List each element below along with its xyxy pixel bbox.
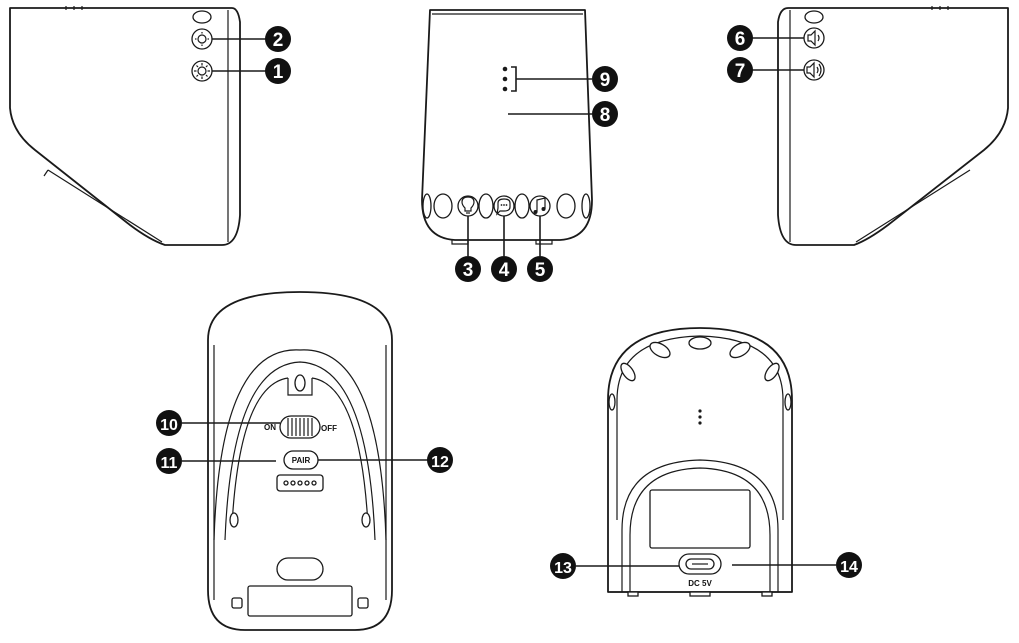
- chat-icon[interactable]: [493, 195, 515, 217]
- callout-6: 6: [727, 25, 753, 51]
- callout-14-number: 14: [840, 559, 858, 576]
- pair-button[interactable]: PAIR: [283, 450, 319, 470]
- callout-13: 13: [550, 553, 576, 579]
- callout-8-number: 8: [600, 105, 611, 126]
- callout-4-number: 4: [499, 260, 510, 281]
- bottom-view: DC 5V: [576, 327, 836, 597]
- callout-7-number: 7: [735, 61, 746, 82]
- callout-8: 8: [592, 101, 618, 127]
- light-icon[interactable]: [457, 195, 479, 217]
- callout-1: 1: [265, 58, 291, 84]
- callout-11-number: 11: [161, 455, 178, 472]
- callout-3-number: 3: [463, 260, 474, 281]
- back-view: ON OFF PAIR: [182, 291, 428, 631]
- usb-c-port[interactable]: [678, 553, 722, 575]
- switch-off-label: OFF: [321, 424, 337, 433]
- callout-1-number: 1: [273, 62, 284, 83]
- brightness-low-icon[interactable]: [191, 28, 213, 50]
- pair-button-label: PAIR: [292, 456, 311, 465]
- left-side-view: [9, 6, 266, 246]
- dc-5v-label: DC 5V: [688, 579, 712, 588]
- callout-2: 2: [265, 26, 291, 52]
- callout-2-number: 2: [273, 30, 284, 51]
- callout-9: 9: [592, 66, 618, 92]
- callout-7: 7: [727, 57, 753, 83]
- callout-11: 11: [156, 448, 182, 474]
- front-view: [421, 9, 593, 256]
- callout-10: 10: [156, 410, 182, 436]
- callout-4: 4: [491, 256, 517, 282]
- callout-3: 3: [455, 256, 481, 282]
- pogo-pins: [276, 474, 324, 492]
- callout-14: 14: [836, 552, 862, 578]
- callout-9-number: 9: [600, 70, 611, 91]
- callout-12: 12: [427, 447, 453, 473]
- callout-10-number: 10: [160, 417, 178, 434]
- volume-down-icon[interactable]: [803, 27, 825, 49]
- callout-12-number: 12: [431, 454, 449, 471]
- callout-5: 5: [527, 256, 553, 282]
- callout-5-number: 5: [535, 260, 546, 281]
- brightness-high-icon[interactable]: [191, 60, 213, 82]
- callout-13-number: 13: [554, 560, 572, 577]
- music-icon[interactable]: [529, 195, 551, 217]
- volume-up-icon[interactable]: [803, 59, 825, 81]
- power-switch[interactable]: [279, 415, 321, 439]
- right-side-view: [752, 6, 1009, 246]
- callout-6-number: 6: [735, 29, 746, 50]
- switch-on-label: ON: [264, 423, 276, 432]
